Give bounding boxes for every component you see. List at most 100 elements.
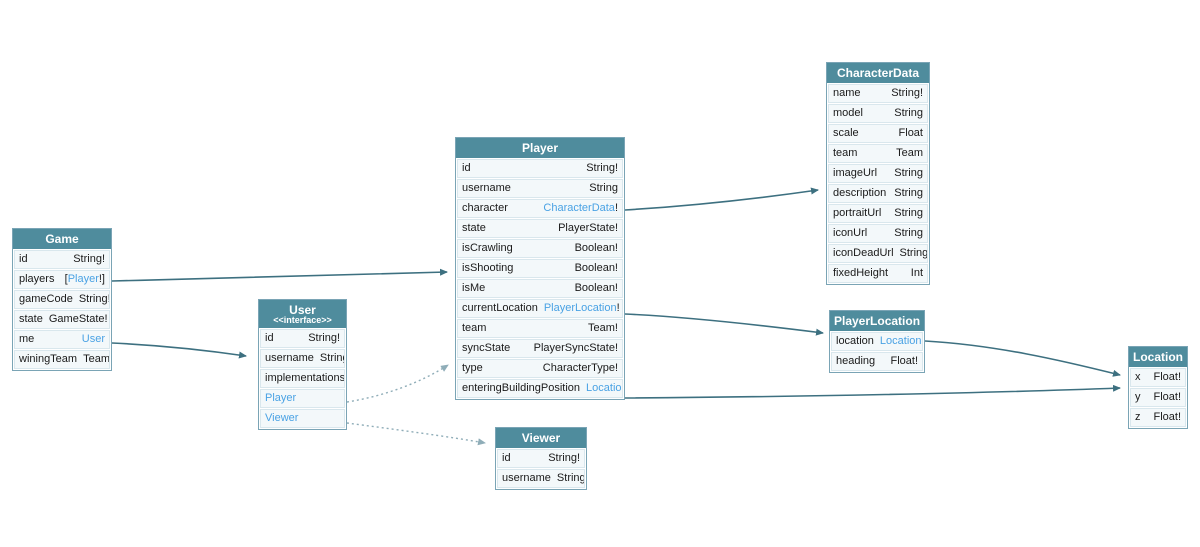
- type-link-location[interactable]: Location: [586, 382, 622, 394]
- relation-player-character-to-characterdata: [624, 187, 819, 211]
- field-type: Int: [911, 265, 923, 282]
- field-row-game-id: id String!: [14, 250, 110, 269]
- field-row-user-id: id String!: [260, 329, 345, 348]
- field-name: me: [19, 333, 35, 345]
- section-label-implementations: implementations: [260, 369, 345, 388]
- field-name: heading: [836, 355, 876, 367]
- implementation-row-player[interactable]: Player: [260, 389, 345, 408]
- field-name: team: [833, 147, 858, 159]
- field-name: portraitUrl: [833, 207, 882, 219]
- field-name: iconDeadUrl: [833, 247, 894, 259]
- field-name: syncState: [462, 342, 511, 354]
- field-name: isShooting: [462, 262, 514, 274]
- field-type: User: [82, 331, 105, 348]
- field-name: y: [1135, 391, 1141, 403]
- field-type: String!: [73, 251, 105, 268]
- field-type: String!: [79, 291, 109, 308]
- type-text: String!: [73, 253, 105, 265]
- field-name: z: [1135, 411, 1141, 423]
- field-name: id: [265, 332, 274, 344]
- field-name: username: [265, 352, 314, 364]
- field-name: description: [833, 187, 887, 199]
- field-name: iconUrl: [833, 227, 868, 239]
- field-name: id: [502, 452, 511, 464]
- field-name: imageUrl: [833, 167, 878, 179]
- type-text: String!: [891, 87, 923, 99]
- relation-player-enteringbuildingposition-to-location: [624, 384, 1121, 399]
- field-row-location-z: z Float!: [1130, 408, 1186, 427]
- field-type: Float!: [1153, 409, 1181, 426]
- field-type: String: [320, 350, 344, 367]
- field-name: id: [19, 253, 28, 265]
- field-name: character: [462, 202, 508, 214]
- field-row-game-players: players[Player!]: [14, 270, 110, 289]
- type-text: Boolean!: [574, 262, 618, 274]
- type-link-user[interactable]: User: [81, 333, 105, 345]
- field-type: String: [894, 185, 923, 202]
- field-name: x: [1135, 371, 1141, 383]
- type-text: Int: [910, 267, 923, 279]
- section-label-text: implementations: [265, 372, 345, 384]
- type-text: String: [589, 182, 618, 194]
- entity-playerlocation[interactable]: PlayerLocationlocationLocation!headingFl…: [829, 310, 925, 373]
- type-link-viewer[interactable]: Viewer: [265, 412, 299, 424]
- field-type: String!: [548, 450, 580, 467]
- type-link-characterdata[interactable]: CharacterData: [543, 202, 615, 214]
- type-text: Boolean!: [574, 282, 618, 294]
- type-text: String: [899, 247, 928, 259]
- type-link-playerlocation[interactable]: PlayerLocation: [543, 302, 617, 314]
- type-text: Team: [83, 353, 110, 365]
- entity-body-user: id String! username String implementationsPl…: [259, 328, 346, 429]
- field-type: Boolean!: [575, 280, 618, 297]
- field-row-player-isShooting: isShooting Boolean!: [457, 259, 623, 278]
- type-text: Float!: [1153, 371, 1181, 383]
- type-link-location[interactable]: Location: [879, 335, 922, 347]
- field-type: String: [894, 165, 923, 182]
- field-type: PlayerLocation!: [544, 300, 620, 317]
- entity-title-user: User: [259, 300, 346, 320]
- field-type: Float!: [1153, 389, 1181, 406]
- type-text: PlayerState!: [558, 222, 618, 234]
- field-row-user-username: username String: [260, 349, 345, 368]
- entity-subtitle-user: <<interface>>: [259, 316, 346, 328]
- relation-user-implementation-player: [346, 364, 449, 403]
- entity-title-characterdata: CharacterData: [827, 63, 929, 83]
- type-text: GameState!: [48, 313, 108, 325]
- field-type: PlayerState!: [558, 220, 618, 237]
- field-name: players: [19, 273, 55, 285]
- type-text: String: [894, 187, 923, 199]
- type-text: String!: [308, 332, 340, 344]
- entity-user[interactable]: User<<interface>> id String! username String…: [258, 299, 347, 430]
- field-name: id: [462, 162, 471, 174]
- field-row-characterdata-fixedHeight: fixedHeight Int: [828, 264, 928, 283]
- implementation-row-viewer[interactable]: Viewer: [260, 409, 345, 428]
- type-text: !]: [98, 273, 105, 285]
- type-text: Team: [896, 147, 923, 159]
- field-name: isCrawling: [462, 242, 513, 254]
- field-name: currentLocation: [462, 302, 538, 314]
- type-text: String: [556, 472, 585, 484]
- type-link-player[interactable]: Player: [67, 273, 99, 285]
- field-row-characterdata-description: description String: [828, 184, 928, 203]
- field-row-viewer-id: id String!: [497, 449, 585, 468]
- type-text: String!: [586, 162, 618, 174]
- type-link-player[interactable]: Player: [265, 392, 297, 404]
- field-name: fixedHeight: [833, 267, 889, 279]
- type-text: CharacterType!: [542, 362, 618, 374]
- type-text: Float!: [1153, 391, 1181, 403]
- entity-title-game: Game: [13, 229, 111, 249]
